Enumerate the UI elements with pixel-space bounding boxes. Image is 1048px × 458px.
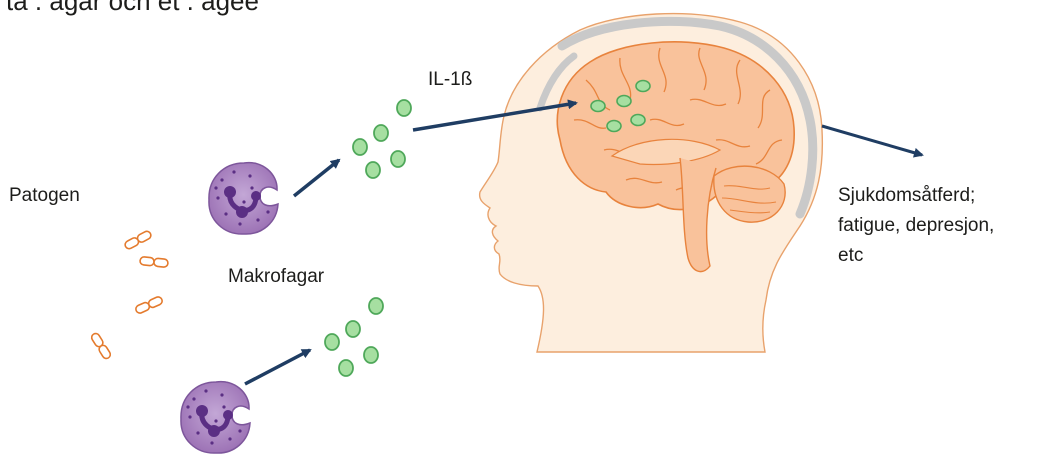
outcome-label-line1: Sjukdomsåtferd;	[838, 183, 975, 208]
cytokine-particle-icon	[374, 125, 388, 141]
pathogen-bacteria	[90, 230, 168, 360]
cytokine-particle-icon	[366, 162, 380, 178]
cytokine-particle-icon	[607, 121, 621, 132]
cytokine-particle-icon	[339, 360, 353, 376]
arrow-icon	[822, 126, 922, 155]
outcome-label-line3: etc	[838, 243, 863, 268]
bacteria-icon	[90, 332, 112, 360]
cytokine-particle-icon	[631, 115, 645, 126]
arrow-icon	[294, 160, 339, 196]
cytokine-particle-icon	[391, 151, 405, 167]
cytokine-cluster-upper	[353, 100, 411, 178]
macrophage-label: Makrofagar	[228, 264, 324, 289]
cytokine-particle-icon	[617, 96, 631, 107]
bacteria-icon	[124, 230, 152, 250]
cytokine-particle-icon	[636, 81, 650, 92]
outcome-label-line2: fatigue, depresjon,	[838, 213, 994, 238]
pathogen-label: Patogen	[9, 183, 80, 208]
bacteria-icon	[135, 296, 164, 315]
cytokine-cluster-lower	[325, 298, 383, 376]
macrophage-cell-icon	[181, 382, 250, 453]
cytokine-particle-icon	[364, 347, 378, 363]
bacteria-icon	[140, 257, 169, 268]
cytokine-particle-icon	[397, 100, 411, 116]
macrophage-cell-icon	[209, 163, 278, 234]
cytokine-particle-icon	[369, 298, 383, 314]
cytokine-particle-icon	[346, 321, 360, 337]
cytokine-particle-icon	[325, 334, 339, 350]
arrow-icon	[245, 350, 310, 384]
cytokine-particle-icon	[591, 101, 605, 112]
cytokine-particle-icon	[353, 139, 367, 155]
cytokine-label: IL-1ß	[428, 67, 472, 92]
